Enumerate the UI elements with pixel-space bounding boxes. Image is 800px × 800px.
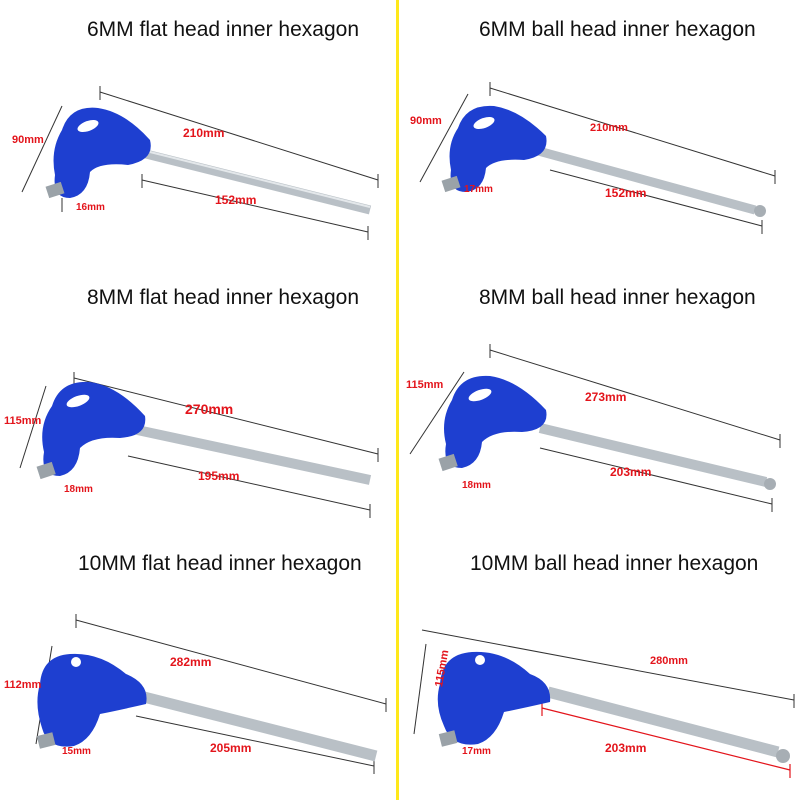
panel-title: 10MM ball head inner hexagon <box>470 552 759 575</box>
panel-title: 6MM ball head inner hexagon <box>479 18 756 41</box>
wrench-illustration: 90mm 210mm 152mm 17mm <box>410 82 776 234</box>
wrench-illustration: 112mm 282mm 205mm 15mm <box>4 614 387 774</box>
shaft-length-label: 203mm <box>610 465 651 479</box>
total-length-label: 270mm <box>185 401 233 417</box>
handle-icon <box>449 105 547 192</box>
panel-title: 8MM ball head inner hexagon <box>479 286 756 309</box>
height-label: 90mm <box>410 115 442 127</box>
height-label: 115mm <box>4 415 42 427</box>
shaft-length-label: 205mm <box>210 741 251 755</box>
panel-6mm-flat: 6MM flat head inner hexagon 90mm 210mm 1… <box>0 0 396 266</box>
handle-icon <box>437 651 551 745</box>
height-label: 112mm <box>4 679 42 691</box>
panel-10mm-ball: 10MM ball head inner hexagon 115mm 280mm… <box>400 534 796 800</box>
panel-8mm-ball: 8MM ball head inner hexagon 115mm 273mm … <box>400 268 796 534</box>
panel-10mm-flat: 10MM flat head inner hexagon 112mm 282mm… <box>0 534 396 800</box>
shaft-length-label: 152mm <box>605 186 646 200</box>
panel-6mm-ball: 6MM ball head inner hexagon 90mm 210mm 1… <box>400 0 796 266</box>
width-label: 15mm <box>62 746 91 757</box>
handle-icon <box>37 653 147 747</box>
height-label: 115mm <box>406 379 444 391</box>
shaft-length-label: 195mm <box>198 469 239 483</box>
height-label: 90mm <box>12 134 44 146</box>
wrench-illustration: 115mm 280mm 203mm 17mm <box>413 629 795 778</box>
total-length-label: 282mm <box>170 655 211 669</box>
wrench-illustration: 90mm 210mm 152mm 16mm <box>12 86 379 240</box>
panel-title: 6MM flat head inner hexagon <box>87 18 360 41</box>
total-length-label: 280mm <box>650 655 688 667</box>
width-label: 17mm <box>464 184 493 195</box>
panel-title: 10MM flat head inner hexagon <box>78 552 362 575</box>
width-label: 17mm <box>462 746 491 757</box>
width-label: 18mm <box>462 480 491 491</box>
total-length-label: 210mm <box>183 126 224 140</box>
wrench-illustration: 115mm 273mm 203mm 18mm <box>406 344 781 512</box>
width-label: 18mm <box>64 484 93 495</box>
shaft-length-label: 203mm <box>605 741 646 755</box>
shaft-length-label: 152mm <box>215 193 256 207</box>
handle-icon <box>444 375 547 468</box>
handle-icon <box>53 107 151 198</box>
total-length-label: 210mm <box>590 122 628 134</box>
panel-title: 8MM flat head inner hexagon <box>87 286 360 309</box>
handle-icon <box>42 381 146 476</box>
wrench-illustration: 115mm 270mm 195mm 18mm <box>4 372 379 518</box>
panel-8mm-flat: 8MM flat head inner hexagon 115mm 270mm … <box>0 268 396 534</box>
center-divider <box>396 0 399 800</box>
width-label: 16mm <box>76 202 105 213</box>
total-length-label: 273mm <box>585 390 626 404</box>
